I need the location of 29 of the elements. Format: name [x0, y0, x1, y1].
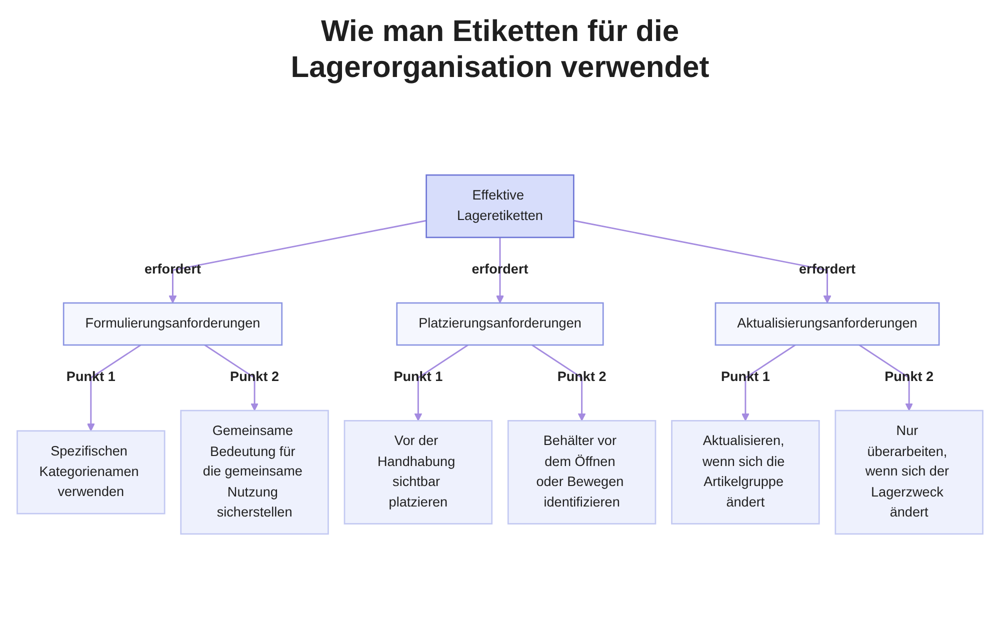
node-box: Effektive Lageretiketten [426, 174, 574, 238]
diagram-title: Wie man Etiketten für die Lagerorganisation verwendet [290, 14, 710, 86]
arrow [858, 344, 914, 411]
arrow [574, 220, 832, 304]
arrow [86, 344, 142, 432]
node-box: Gemeinsame Bedeutung für die gemeinsame Nutzung sicherstellen [180, 410, 329, 535]
node-box: Aktualisieren, wenn sich die Artikelgruppe ändert [671, 420, 820, 524]
arrow [168, 220, 426, 304]
arrow [741, 344, 796, 422]
node-box: Aktualisierungsanforderungen [714, 302, 940, 346]
arrow [204, 344, 259, 411]
node-box: Nur überarbeiten, wenn sich der Lagerzweck ändert [834, 410, 984, 535]
node-box: Spezifischen Kategorienamen verwenden [16, 430, 166, 514]
arrow [414, 344, 468, 422]
edge-label: Punkt 1 [66, 369, 116, 385]
edge-label: Punkt 2 [557, 369, 606, 385]
edge-label: erfordert [472, 262, 528, 278]
edge-label: Punkt 1 [394, 369, 443, 385]
edge-label: erfordert [799, 262, 856, 278]
edge-label: Punkt 2 [230, 369, 280, 385]
arrow [532, 344, 586, 422]
node-box: Platzierungsanforderungen [396, 302, 604, 346]
edge-label: Punkt 1 [720, 369, 770, 385]
node-box: Vor der Handhabung sichtbar platzieren [344, 420, 493, 524]
node-box: Behälter vor dem Öffnen oder Bewegen identifizieren [507, 420, 656, 524]
arrow [496, 237, 504, 304]
edge-label: Punkt 2 [884, 369, 934, 385]
edge-label: erfordert [144, 262, 201, 278]
node-box: Formulierungsanforderungen [62, 302, 283, 346]
